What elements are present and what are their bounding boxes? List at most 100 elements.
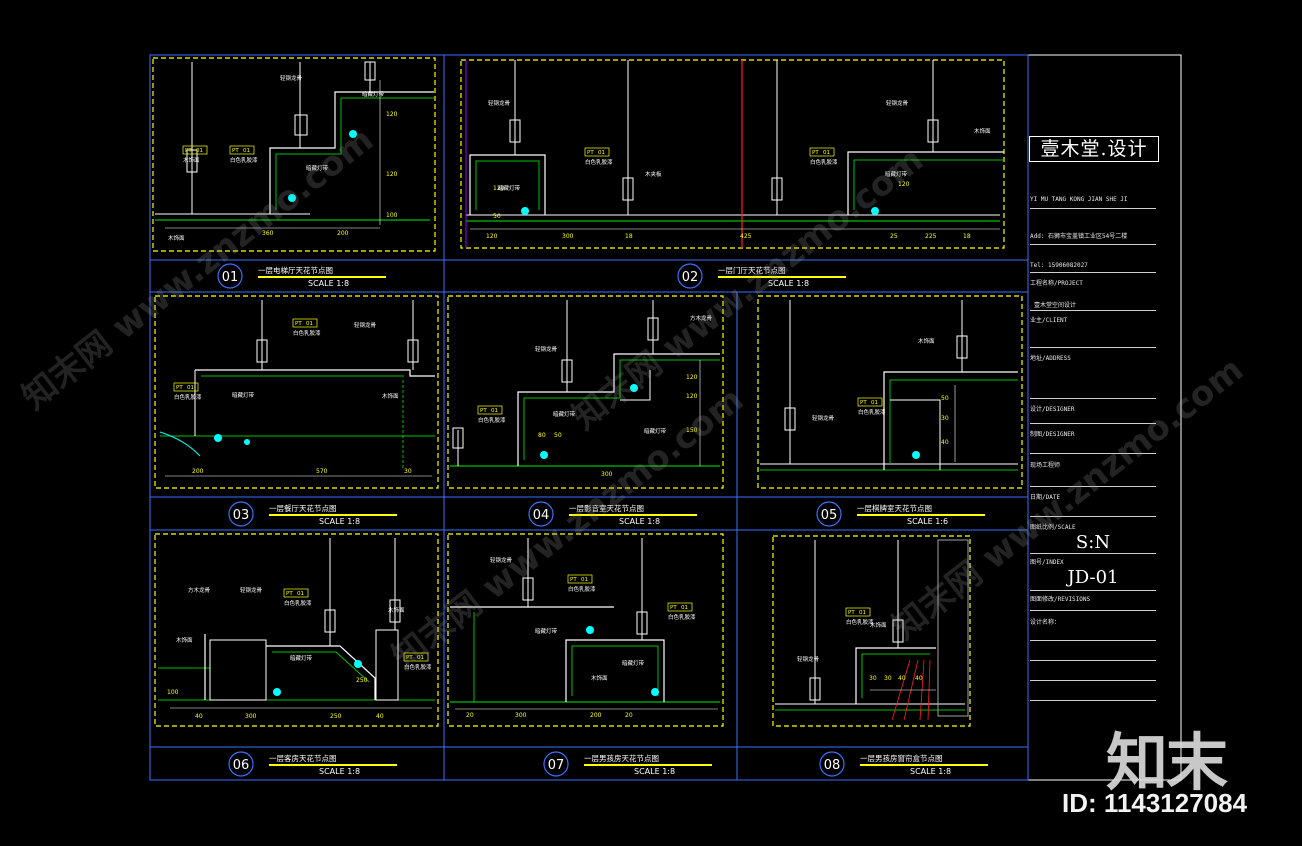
detail-label-04: 04 一层影音室天花节点图 SCALE 1:8 xyxy=(528,501,697,527)
svg-text:SCALE 1:8: SCALE 1:8 xyxy=(619,517,660,526)
detail-01-geometry xyxy=(155,61,434,229)
tb-divider xyxy=(1030,398,1156,399)
callout: 轻钢龙骨 xyxy=(797,655,820,663)
callout: 轻钢龙骨 xyxy=(490,556,513,564)
detail-label-01: 01 一层电梯厅天花节点图 SCALE 1:8 xyxy=(217,263,386,289)
material-tag: PT 01 白色乳胶漆 xyxy=(229,145,258,164)
viewport-01 xyxy=(152,57,436,252)
material-tag: PT 01 白色乳胶漆 xyxy=(809,147,838,166)
callout: 暗藏灯带 xyxy=(498,184,521,192)
callout: 木饰面 xyxy=(168,234,185,242)
dim-04-a: 300 xyxy=(601,471,613,478)
callout: 暗藏灯带 xyxy=(535,627,558,635)
tb-divider xyxy=(1030,244,1156,245)
tb-divider xyxy=(1030,680,1156,681)
detail-labels: 01 一层电梯厅天花节点图 SCALE 1:8 02 一层门厅天花节点图 SCA… xyxy=(217,263,988,777)
material-tag: PT 01 白色乳胶漆 xyxy=(477,405,506,424)
dim-06-c: 250 xyxy=(330,713,342,720)
svg-text:06: 06 xyxy=(233,758,250,773)
svg-text:PT: PT xyxy=(406,655,413,661)
svg-text:01: 01 xyxy=(491,408,498,414)
svg-text:一层男孩房窗帘盒节点图: 一层男孩房窗帘盒节点图 xyxy=(860,753,943,763)
svg-text:白色乳胶漆: 白色乳胶漆 xyxy=(478,416,506,424)
svg-text:07: 07 xyxy=(548,758,565,773)
dim-06-b: 300 xyxy=(245,713,257,720)
svg-text:01: 01 xyxy=(581,577,588,583)
callout: 暗藏灯带 xyxy=(232,391,255,399)
svg-text:04: 04 xyxy=(533,508,550,523)
dim-07-c: 200 xyxy=(590,712,602,719)
detail-03-geometry xyxy=(159,300,435,477)
svg-text:SCALE 1:8: SCALE 1:8 xyxy=(634,767,675,776)
svg-text:SCALE 1:8: SCALE 1:8 xyxy=(910,767,951,776)
dim-02-c: 18 xyxy=(625,233,633,240)
dim-08-a: 30 xyxy=(869,675,877,682)
callout: 轻钢龙骨 xyxy=(886,99,909,107)
dim-03-a: 200 xyxy=(192,468,204,475)
svg-text:01: 01 xyxy=(222,270,239,285)
scale-label: 图纸比例/SCALE xyxy=(1030,524,1076,531)
dim-05-c: 40 xyxy=(941,439,949,446)
material-tag: PT 01 白色乳胶漆 xyxy=(283,588,312,607)
detail-07-geometry xyxy=(450,538,720,710)
dim-08-b: 30 xyxy=(884,675,892,682)
callout: 轻钢龙骨 xyxy=(488,99,511,107)
callout: 暗藏灯带 xyxy=(362,90,385,98)
svg-text:03: 03 xyxy=(233,508,250,523)
svg-text:01: 01 xyxy=(823,150,830,156)
callout: 轻钢龙骨 xyxy=(354,321,377,329)
svg-text:白色乳胶漆: 白色乳胶漆 xyxy=(810,158,838,166)
tb-divider xyxy=(1030,590,1156,591)
detail-03-dims: 200 570 30 xyxy=(192,468,412,475)
callout: 木饰面 xyxy=(388,606,405,614)
callout: 木饰面 xyxy=(591,674,608,682)
tb-divider xyxy=(1030,272,1156,273)
dim-05-b: 30 xyxy=(941,415,949,422)
detail-02-dims: 120 300 18 425 25 225 18 120 50 120 xyxy=(486,181,971,240)
dim-02-g: 18 xyxy=(963,233,971,240)
callout: 轻钢龙骨 xyxy=(535,345,558,353)
scale-value: S:N xyxy=(1075,532,1111,553)
svg-text:一层餐厅天花节点图: 一层餐厅天花节点图 xyxy=(269,503,337,513)
dim-02-e: 25 xyxy=(890,233,898,240)
dim-02-j: 120 xyxy=(898,181,910,188)
tb-divider xyxy=(1030,310,1156,311)
svg-text:PT: PT xyxy=(587,150,594,156)
detail-05-dims: 50 30 40 xyxy=(941,395,949,446)
index-value: JD-01 xyxy=(1067,567,1119,588)
svg-text:PT: PT xyxy=(570,577,577,583)
dim-08-d: 40 xyxy=(915,675,923,682)
callout: 方木龙骨 xyxy=(690,314,713,322)
svg-text:木饰面: 木饰面 xyxy=(183,156,200,164)
viewport-03 xyxy=(154,295,439,489)
dim-07-a: 20 xyxy=(466,712,474,719)
svg-text:01: 01 xyxy=(306,321,313,327)
dim-08-c: 40 xyxy=(898,675,906,682)
svg-text:01: 01 xyxy=(243,148,250,154)
dim-02-h: 120 xyxy=(493,185,505,192)
detail-06-geometry xyxy=(158,538,435,709)
callout: 木饰面 xyxy=(176,636,193,644)
detail-label-06: 06 一层客房天花节点图 SCALE 1:8 xyxy=(228,751,397,777)
svg-text:05: 05 xyxy=(821,508,838,523)
callout: 暗藏灯带 xyxy=(553,410,576,418)
svg-text:PT: PT xyxy=(286,591,293,597)
viewport-05 xyxy=(757,295,1023,489)
svg-text:白色乳胶漆: 白色乳胶漆 xyxy=(404,663,432,671)
svg-text:PT: PT xyxy=(185,148,192,154)
drafter-label: 制图/DESIGNER xyxy=(1030,431,1075,438)
tb-divider xyxy=(1030,347,1156,348)
callout: 方木龙骨 xyxy=(188,586,211,594)
svg-text:一层影音室天花节点图: 一层影音室天花节点图 xyxy=(569,503,644,513)
viewports xyxy=(152,57,1023,727)
design-name-label: 设计名称： xyxy=(1030,619,1061,626)
material-tag: PT 01 木饰面 xyxy=(182,145,208,164)
tb-divider xyxy=(1030,553,1156,554)
watermark-id: ID: 1143127084 xyxy=(1062,788,1248,818)
svg-text:一层门厅天花节点图: 一层门厅天花节点图 xyxy=(718,265,786,275)
address-label: 地址/ADDRESS xyxy=(1030,355,1071,362)
dim-07-d: 20 xyxy=(625,712,633,719)
index-label: 图号/INDEX xyxy=(1030,559,1064,566)
tb-divider xyxy=(1030,453,1156,454)
firm-tel: Tel: 15906082027 xyxy=(1030,262,1088,269)
